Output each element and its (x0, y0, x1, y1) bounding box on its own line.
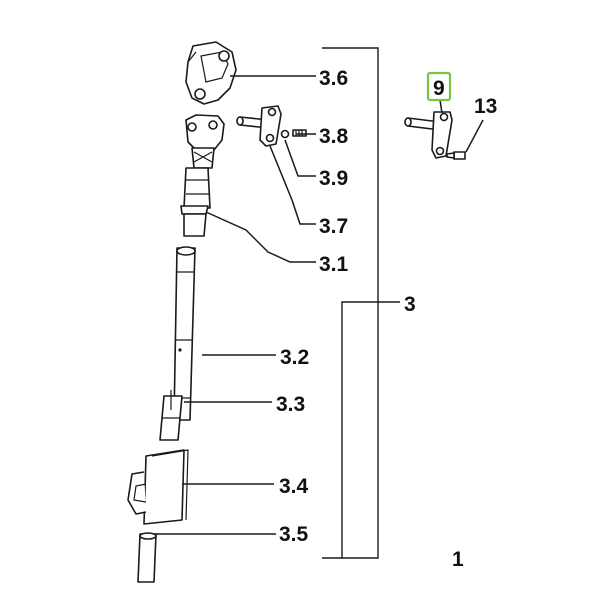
leader-lines (156, 75, 484, 535)
part-3-7-pin-plate[interactable] (236, 105, 282, 147)
part-3-8-screw[interactable] (292, 129, 307, 137)
label-1: 1 (452, 548, 464, 571)
part-3-9-washer[interactable] (280, 129, 290, 139)
label-3-9: 3.9 (319, 167, 348, 190)
assembly-bracket (322, 47, 400, 559)
label-3: 3 (404, 293, 416, 316)
label-3-2: 3.2 (280, 346, 309, 369)
label-3-4: 3.4 (279, 475, 309, 498)
part-3-1-upper-tube[interactable] (180, 114, 225, 237)
label-3-5: 3.5 (279, 523, 309, 546)
label-3-7: 3.7 (319, 215, 348, 238)
label-3-8: 3.8 (319, 125, 349, 148)
part-3-5-lower-pin[interactable] (137, 532, 157, 583)
label-13: 13 (474, 95, 497, 118)
highlight-box-9 (426, 71, 452, 102)
part-3-2-rod[interactable] (159, 246, 196, 441)
part-3-6-bracket[interactable] (185, 41, 237, 105)
part-3-4-handle[interactable] (127, 449, 189, 525)
label-3-6: 3.6 (319, 67, 348, 90)
label-9: 9 (433, 77, 445, 100)
label-3-1: 3.1 (319, 253, 349, 276)
label-3-3: 3.3 (276, 393, 305, 416)
part-9-pin-plate[interactable] (404, 111, 453, 159)
part-13-bolt[interactable] (446, 151, 466, 160)
